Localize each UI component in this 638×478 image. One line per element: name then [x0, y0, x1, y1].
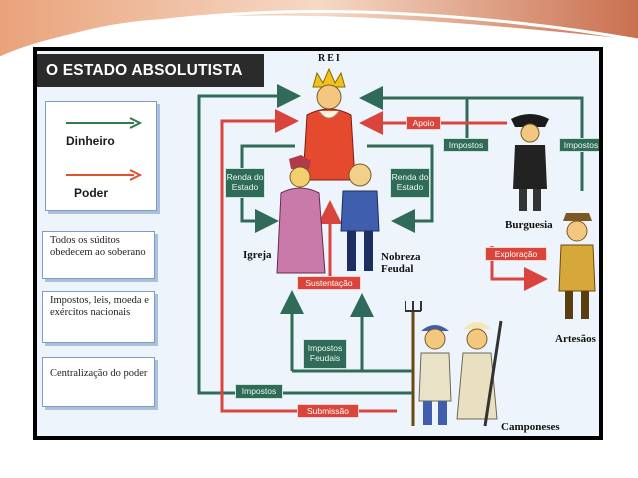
nobility-label: Nobreza Feudal [381, 251, 421, 275]
note-card-centralization: Centralização do poder [42, 357, 155, 407]
power-arrow-icon [66, 169, 143, 181]
king-label: REI [318, 53, 342, 64]
nobility-figure [340, 163, 380, 271]
church-figure [276, 155, 326, 274]
tag-taxes-bourgeoisie: Impostos [443, 138, 489, 152]
tag-exploitation: Exploração [485, 247, 547, 261]
tag-state-income-nobility: Renda do Estado [390, 168, 430, 198]
money-arrow-icon [66, 117, 143, 129]
note-subjects: Todos os súditos obedecem ao soberano [50, 235, 146, 258]
note-centralization: Centralização do poder [50, 368, 148, 379]
legend-power-label: Poder [74, 186, 109, 200]
diagram-title: O ESTADO ABSOLUTISTA [37, 54, 264, 87]
legend-money-label: Dinheiro [66, 134, 115, 148]
artisans-label: Artesãos [555, 333, 596, 345]
note-taxes-laws: Impostos, leis, moeda e exércitos nacion… [50, 295, 149, 318]
tag-support: Apoio [406, 116, 441, 130]
tag-taxes-artisans: Impostos [559, 138, 599, 152]
peasants-label: Camponeses [501, 421, 560, 433]
tag-submission: Submissão [297, 404, 359, 418]
note-card-taxes-laws: Impostos, leis, moeda e exércitos nacion… [42, 291, 155, 343]
tag-feudal-taxes: Impostos Feudais [303, 339, 347, 369]
artisans-figure [558, 213, 596, 319]
church-label: Igreja [243, 249, 272, 261]
bourgeoisie-label: Burguesia [505, 219, 553, 231]
peasants-figure [405, 301, 503, 427]
legend-card: Dinheiro Poder [45, 101, 157, 211]
tag-taxes-peasants: Impostos [235, 384, 283, 399]
bourgeoisie-figure [511, 114, 549, 211]
note-card-subjects: Todos os súditos obedecem ao soberano [42, 231, 155, 279]
tag-sustain: Sustentação [297, 276, 361, 290]
header-swoosh [0, 0, 638, 60]
diagram-panel: O ESTADO ABSOLUTISTA Dinheiro Poder Todo… [37, 51, 599, 436]
tag-state-income-church: Renda do Estado [225, 168, 265, 198]
